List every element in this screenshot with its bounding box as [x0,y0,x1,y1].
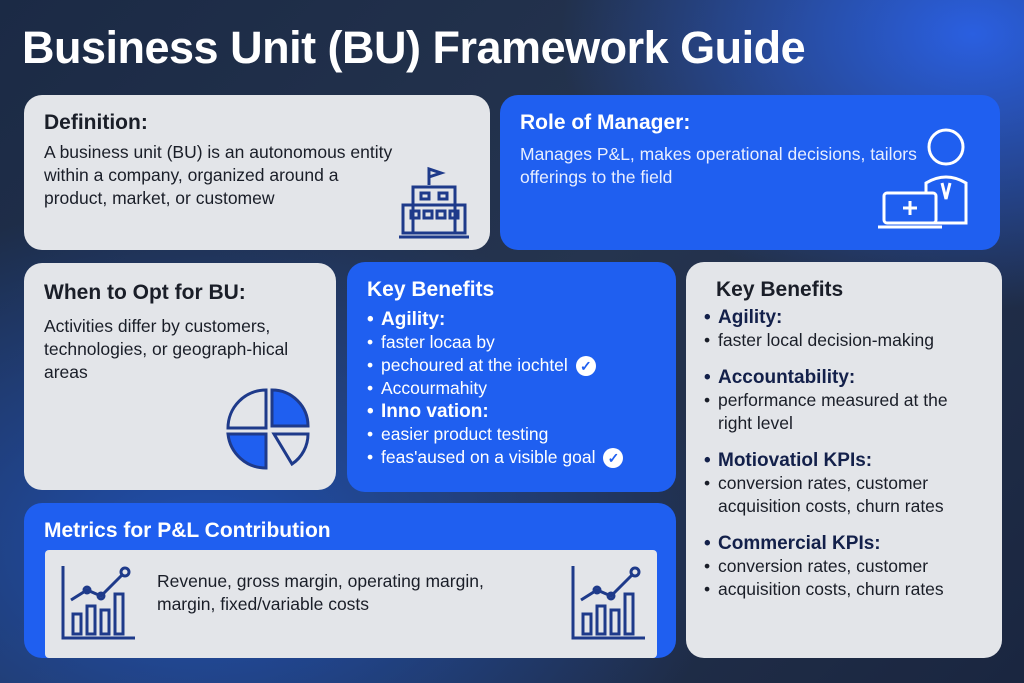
building-icon [399,166,469,239]
benefit-item: conversion rates, customer acquisition c… [704,472,982,518]
benefit-item: Accourmahity [367,377,656,400]
benefit-item: pechoured at the iochtel ✓ [367,354,656,377]
role-card: Role of Manager: Manages P&L, makes oper… [500,95,1000,250]
benefit-item: acquisition costs, churn rates [704,578,982,601]
benefits-blue-heading: Key Benefits [367,278,495,301]
when-heading: When to Opt for BU: [44,281,246,304]
metrics-text: Revenue, gross margin, operating margin,… [157,571,484,614]
key-benefits-blue-card: Key Benefits Agility: faster locaa by pe… [347,262,676,492]
pie-chart-icon [226,388,310,470]
page-title: Business Unit (BU) Framework Guide [22,22,806,73]
when-card: When to Opt for BU: Activities differ by… [24,263,336,490]
benefit-item: Commercial KPIs: [704,532,982,555]
benefit-text: pechoured at the iochtel [381,355,568,375]
metrics-card: Metrics for P&L Contribution Revenue, gr… [24,503,676,658]
role-text: Manages P&L, makes operational decisions… [520,144,917,187]
role-heading: Role of Manager: [520,111,691,134]
benefit-item: Motiovatiol KPIs: [704,449,982,472]
benefit-item: Accountability: [704,366,982,389]
metrics-heading: Metrics for P&L Contribution [44,519,331,542]
benefit-item: conversion rates, customer [704,555,982,578]
benefit-item: Inno vation: [367,400,656,423]
benefit-item: easier product testing [367,423,656,446]
growth-chart-icon [571,566,645,640]
benefit-item: performance measured at the right level [704,389,982,435]
manager-laptop-icon [878,128,968,229]
definition-heading: Definition: [44,111,148,134]
key-benefits-gray-card: Key Benefits Agility: faster local decis… [686,262,1002,658]
benefit-item: Agility: [367,308,656,331]
when-text: Activities differ by customers, technolo… [44,316,289,382]
benefit-item: Agility: [704,306,982,329]
definition-text: A business unit (BU) is an autonomous en… [44,142,393,208]
check-icon: ✓ [603,448,624,468]
benefit-item: faster locaa by [367,331,656,354]
benefits-gray-heading: Key Benefits [716,278,844,301]
definition-card: Definition: A business unit (BU) is an a… [24,95,490,250]
check-icon: ✓ [575,356,596,376]
growth-chart-icon [61,566,135,640]
benefit-text: feas'aused on a visible goal [381,447,596,467]
benefit-item: faster local decision-making [704,329,982,352]
metrics-panel: Revenue, gross margin, operating margin,… [45,550,657,658]
benefit-item: feas'aused on a visible goal ✓ [367,446,656,469]
